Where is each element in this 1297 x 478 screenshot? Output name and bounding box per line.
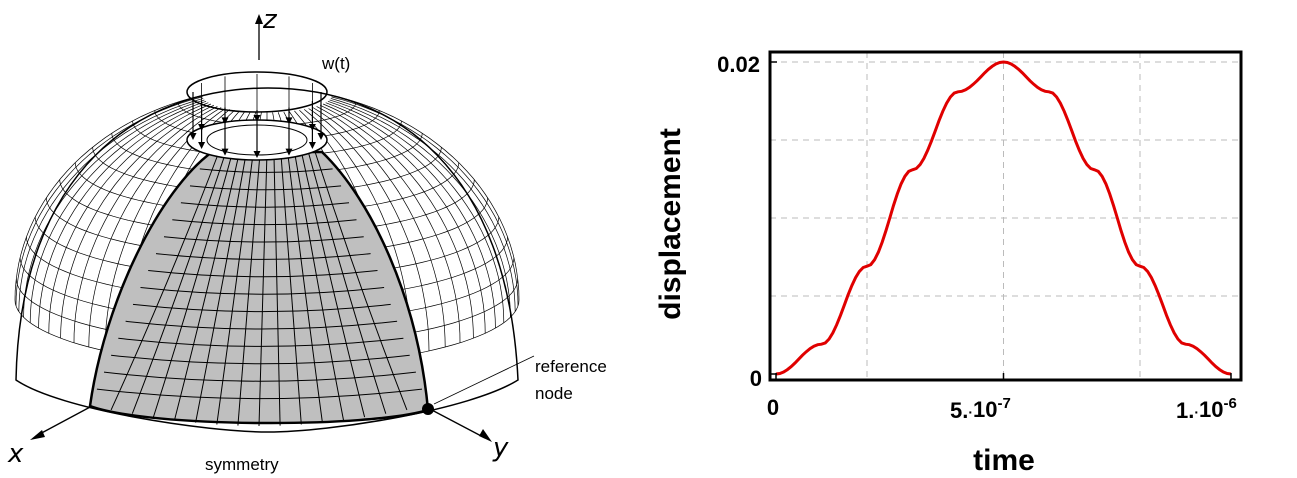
mesh-shaded-meridian	[300, 151, 366, 418]
mesh-meridian-line	[319, 104, 474, 339]
z-axis-arrowhead	[255, 14, 263, 24]
mesh-shaded-meridian	[195, 151, 247, 423]
mesh-shaded-meridian	[237, 151, 261, 426]
mesh-meridian-line	[38, 102, 209, 329]
x-axis-label: x	[7, 439, 24, 469]
symmetry-label: symmetry	[205, 455, 279, 474]
x-axis-line	[35, 405, 93, 437]
x-tick-label-5e-7: 5.·10-7	[950, 395, 1011, 423]
mesh-meridian-line	[18, 98, 204, 312]
y-tick-label-0: 0	[750, 366, 762, 391]
mesh-meridian-line	[308, 108, 430, 352]
mesh-shaded-meridian	[314, 151, 408, 411]
mesh-shaded-meridian	[287, 151, 323, 423]
mesh-shaded-meridian	[131, 151, 227, 414]
mesh-shaded-meridian	[294, 151, 344, 421]
mesh-shaded-ring	[155, 253, 371, 260]
load-arrow-head	[308, 142, 316, 149]
mesh-shaded-ring	[148, 270, 378, 278]
x-axis-title: time	[973, 444, 1035, 477]
load-arrow-head	[198, 124, 206, 131]
y-axis-line	[427, 407, 486, 439]
mesh-meridian-line	[329, 99, 511, 318]
y-axis-label: y	[492, 433, 509, 463]
mesh-meridian-line	[29, 100, 207, 323]
reference-node-dot	[422, 403, 434, 415]
z-axis-label: z	[262, 5, 278, 35]
mesh-shaded-meridian	[280, 151, 302, 425]
mesh-meridian-line	[88, 107, 222, 348]
x-tick-label-0: 0	[767, 395, 779, 420]
load-arrows	[189, 74, 325, 158]
load-arrow-head	[285, 117, 293, 125]
mesh-meridian-line	[48, 103, 212, 334]
mesh-shaded-meridian	[110, 151, 220, 411]
mesh-shaded-ring	[132, 303, 391, 313]
load-arrow-head	[198, 142, 206, 149]
hemisphere-diagram: z x y reference node w(t) symmetry	[7, 5, 607, 474]
load-arrow-head	[221, 148, 229, 156]
reference-leader-line	[433, 355, 535, 405]
load-arrow-head	[308, 124, 316, 131]
load-arrow-head	[189, 133, 197, 140]
reference-label-line2: node	[535, 384, 573, 403]
x-axis-arrowhead	[30, 430, 45, 440]
mesh-shaded-meridian	[152, 151, 234, 418]
y-tick-label-0.02: 0.02	[717, 52, 760, 77]
x-tick-label-1e-6: 1.·10-6	[1176, 395, 1237, 423]
load-label: w(t)	[321, 54, 350, 73]
mesh-meridian-line	[331, 95, 520, 301]
y-axis-arrowhead	[479, 429, 492, 442]
mesh-meridian-line	[14, 95, 203, 301]
reference-label-line1: reference	[535, 357, 607, 376]
load-arrow-head	[253, 115, 261, 122]
load-arrow-head	[285, 148, 293, 156]
mesh-shaded-ring	[125, 320, 398, 330]
mesh-meridian-line	[316, 106, 461, 343]
mesh-meridian-line	[330, 98, 516, 312]
mesh-meridian-line	[325, 102, 496, 329]
mesh-shaded-meridian	[273, 151, 281, 426]
mesh-meridian-line	[331, 96, 519, 306]
grid-lines	[770, 52, 1241, 380]
mesh-meridian-line	[322, 103, 486, 334]
plot-frame	[768, 50, 1243, 382]
load-arrow-head	[317, 133, 325, 140]
mesh-shaded-meridian	[174, 151, 240, 421]
load-arrow-head	[253, 151, 261, 158]
mesh-meridian-line	[312, 107, 446, 348]
load-arrow-head	[221, 117, 229, 125]
displacement-chart: 0.02 0 0 5.·10-7 1.·10-6 time displaceme…	[654, 50, 1243, 477]
mesh-meridian-line	[23, 99, 205, 318]
series-displacement	[775, 60, 1232, 376]
mesh-shaded	[96, 151, 423, 427]
y-axis-title: displacement	[654, 128, 687, 320]
mesh-meridian-line	[15, 96, 203, 306]
mesh-shaded-meridian	[258, 151, 268, 427]
mesh-shaded-meridian	[216, 151, 254, 425]
mesh-meridian-line	[60, 104, 215, 339]
mesh-meridian-line	[73, 106, 218, 343]
mesh-shaded-ring	[140, 287, 385, 295]
mesh-shaded-meridian	[307, 151, 387, 414]
mesh-meridian-line	[327, 100, 505, 323]
